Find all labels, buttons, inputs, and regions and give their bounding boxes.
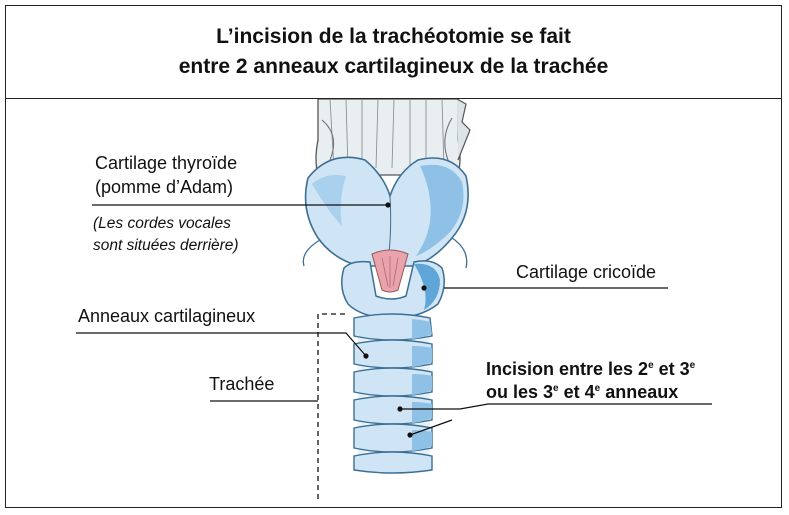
rings-label: Anneaux cartilagineux (78, 305, 255, 327)
incision-label-line-2: ou les 3e et 4e anneaux (486, 381, 678, 403)
cricoid-label: Cartilage cricoïde (516, 261, 656, 283)
vocal-cords-shape (372, 250, 408, 292)
trachea-rings (354, 314, 432, 473)
incision-label-line-1: Incision entre les 2e et 3e (486, 358, 695, 380)
thyroid-label-line-2: (pomme d’Adam) (95, 176, 233, 198)
trachea-bracket (318, 314, 345, 500)
trachea-label: Trachée (209, 373, 274, 395)
vocal-note-line-1: (Les cordes vocales (93, 213, 231, 234)
vocal-note-line-2: sont situées derrière) (93, 235, 239, 256)
thyroid-label-line-1: Cartilage thyroïde (95, 152, 237, 174)
